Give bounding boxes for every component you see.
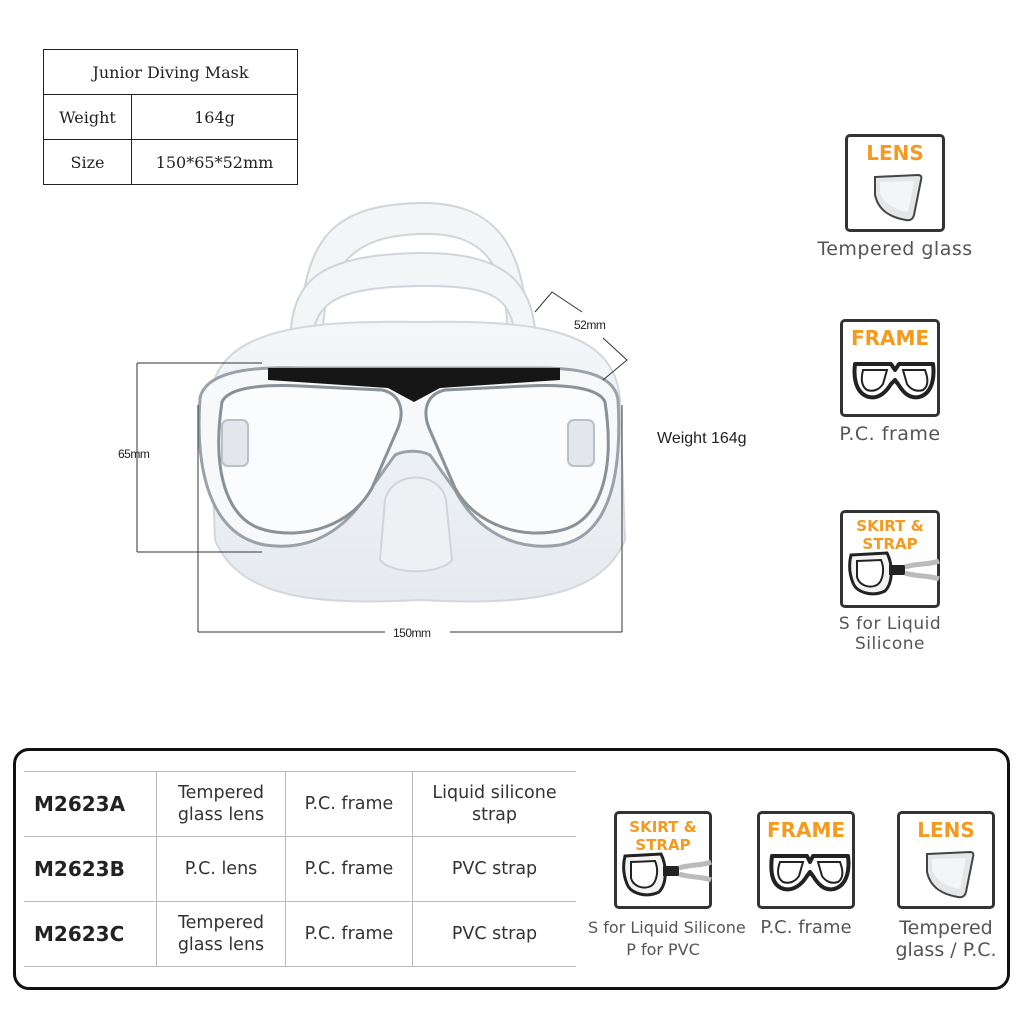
table-row: M2623A Tempered glass lens P.C. frame Li… xyxy=(24,771,576,837)
lens-icon xyxy=(926,850,975,899)
model-strap: PVC strap xyxy=(412,836,576,902)
lens-title: LENS xyxy=(866,141,924,165)
bottom-frame-caption: P.C. frame xyxy=(760,917,852,938)
mask-right-buckle xyxy=(567,419,595,467)
bottom-feature-lens: LENS Tempered glass / P.C. xyxy=(881,811,1011,961)
skirt-strap-caption: S for Liquid Silicone xyxy=(838,614,942,654)
model-code: M2623A xyxy=(24,771,157,837)
mask-right-lens xyxy=(424,384,610,535)
model-strap: PVC strap xyxy=(412,901,576,967)
bottom-lens-caption-1: Tempered xyxy=(899,917,993,939)
dimension-lines xyxy=(136,291,628,633)
table-row: M2623B P.C. lens P.C. frame PVC strap xyxy=(24,836,576,902)
model-frame: P.C. frame xyxy=(285,836,413,902)
frame-caption: P.C. frame xyxy=(839,423,941,445)
model-table: M2623A Tempered glass lens P.C. frame Li… xyxy=(24,771,576,967)
bottom-skirt-strap-caption-1: S for Liquid Silicone xyxy=(588,918,746,937)
skirt-strap-icon xyxy=(622,852,712,897)
bottom-skirt-strap-title: SKIRT & STRAP xyxy=(629,818,697,854)
bottom-lens-caption-2: glass / P.C. xyxy=(895,939,997,961)
bottom-feature-skirt-strap: SKIRT & STRAP S for Liquid Silicone P fo… xyxy=(588,811,746,961)
frame-icon xyxy=(852,362,936,400)
model-lens: Tempered glass lens xyxy=(156,901,286,967)
weight-label: Weight 164g xyxy=(657,430,747,447)
spec-size-label: Size xyxy=(43,139,132,185)
skirt-strap-icon xyxy=(848,551,940,596)
bottom-frame-title: FRAME xyxy=(766,818,846,842)
model-frame: P.C. frame xyxy=(285,771,413,837)
model-frame: P.C. frame xyxy=(285,901,413,967)
mask-top-bar xyxy=(268,368,560,402)
model-lens: Tempered glass lens xyxy=(156,771,286,837)
depth-dimension-label: 52mm xyxy=(574,318,606,332)
bottom-feature-frame: FRAME P.C. frame xyxy=(741,811,871,939)
feature-lens: LENS Tempered glass xyxy=(815,134,975,260)
feature-frame: FRAME P.C. frame xyxy=(810,319,970,445)
frame-icon xyxy=(769,854,851,892)
table-row: M2623C Tempered glass lens P.C. frame PV… xyxy=(24,901,576,967)
model-code: M2623C xyxy=(24,901,157,967)
mask-left-buckle xyxy=(221,419,249,467)
lens-icon xyxy=(874,173,923,222)
lens-caption: Tempered glass xyxy=(817,238,973,260)
bottom-lens-title: LENS xyxy=(917,818,975,842)
frame-title: FRAME xyxy=(850,326,930,350)
model-code: M2623B xyxy=(24,836,157,902)
spec-weight-label: Weight xyxy=(43,94,132,140)
spec-table-title: Junior Diving Mask xyxy=(43,49,298,95)
model-strap: Liquid silicone strap xyxy=(412,771,576,837)
bottom-skirt-strap-caption-2: P for PVC xyxy=(626,940,700,959)
height-dimension-label: 65mm xyxy=(118,447,150,461)
width-dimension-label: 150mm xyxy=(393,626,431,640)
spec-size-value: 150*65*52mm xyxy=(131,139,298,185)
spec-table: Junior Diving Mask Weight 164g Size 150*… xyxy=(43,49,298,185)
diving-mask-illustration xyxy=(136,201,628,633)
model-comparison-box: M2623A Tempered glass lens P.C. frame Li… xyxy=(13,748,1010,990)
feature-skirt-strap: SKIRT & STRAP S for Liquid Silicone xyxy=(810,510,970,654)
model-lens: P.C. lens xyxy=(156,836,286,902)
mask-nose-pocket xyxy=(378,476,454,573)
skirt-strap-title: SKIRT & STRAP xyxy=(856,517,924,553)
mask-left-lens xyxy=(217,384,403,535)
